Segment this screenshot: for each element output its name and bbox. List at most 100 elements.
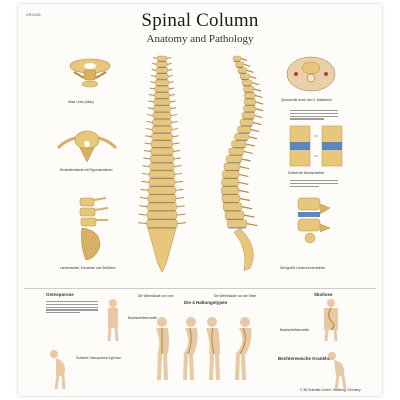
spinous-process — [251, 82, 260, 86]
vertebra — [154, 92, 170, 99]
heading-posture-types: Die 4 Haltungstypen — [184, 300, 228, 305]
transverse-process — [149, 87, 175, 90]
text-block-osteoporosis — [46, 301, 98, 315]
vertebra — [155, 73, 169, 80]
intervertebral-disc-side — [245, 104, 255, 106]
spinous-process — [255, 108, 264, 112]
transverse-process — [146, 121, 178, 123]
vertebra — [156, 61, 168, 68]
vertebra — [147, 202, 177, 211]
sacrum — [147, 228, 177, 273]
intervertebral-disc-side — [244, 91, 254, 93]
vertebra — [150, 155, 174, 163]
intervertebral-disc-side — [229, 154, 243, 156]
transverse-process — [152, 57, 172, 59]
intervertebral-disc-side — [244, 111, 255, 113]
vertebra — [146, 211, 178, 220]
vertebra-side — [234, 133, 249, 141]
intervertebral-disc — [148, 210, 176, 212]
spinous-process — [255, 101, 264, 105]
vertebra — [146, 219, 178, 228]
catalog-code: VR3158 — [26, 12, 41, 17]
transverse-process — [151, 68, 173, 71]
spinous-process — [246, 69, 254, 73]
atlas-axis-illustration — [69, 58, 111, 88]
intervertebral-disc-side — [235, 139, 248, 141]
transverse-process — [140, 188, 184, 191]
vertebra — [151, 133, 173, 141]
sacrum-side — [233, 227, 254, 271]
intervertebral-disc-side — [243, 85, 252, 87]
posture-types-figures — [156, 317, 252, 381]
intervertebral-disc — [157, 72, 167, 74]
vertebra — [147, 194, 177, 203]
intervertebral-disc — [147, 227, 177, 229]
posture-figure — [206, 317, 220, 381]
poster-subtitle: Anatomy and Pathology — [146, 33, 254, 45]
spinous-process — [239, 166, 250, 170]
transverse-process — [150, 81, 174, 84]
vertebra — [150, 140, 174, 148]
transverse-process — [149, 93, 175, 96]
osteoporosis-figure — [107, 299, 119, 342]
intervertebral-disc-side — [224, 170, 239, 172]
vertebra — [151, 126, 173, 133]
vertebra-side — [221, 194, 241, 203]
vertebra — [154, 86, 170, 93]
transverse-process — [147, 107, 177, 110]
intervertebral-disc — [152, 147, 172, 149]
transverse-process — [143, 157, 181, 160]
thoracic-vertebra-illustration — [56, 130, 118, 163]
spinous-process — [248, 136, 258, 140]
intervertebral-disc — [156, 79, 168, 81]
vertebra — [150, 147, 174, 156]
caption-disc-section: Schnitt der Bandscheiben — [288, 171, 325, 175]
vertebra — [152, 112, 172, 119]
intervertebral-disc — [151, 154, 173, 156]
intervertebral-disc-side — [245, 98, 255, 100]
heading-scoliosis: Skoliose — [314, 292, 333, 297]
cervical-cross-section — [286, 56, 336, 92]
intervertebral-disc-side — [232, 147, 246, 149]
spinous-process — [238, 181, 249, 185]
text-block-right — [290, 110, 338, 121]
heading-osteoporosis: Osteoporose — [46, 292, 74, 297]
rheuma-figure — [328, 352, 347, 390]
vertebra-side — [223, 202, 242, 211]
intervertebral-disc — [149, 185, 175, 187]
spinous-process — [246, 143, 255, 147]
vertebra-side — [225, 155, 242, 163]
spinous-process — [241, 206, 253, 210]
spinous-process — [240, 57, 248, 62]
caption-spine-front: Die Wirbelsäule von vorn — [138, 294, 174, 298]
intervertebral-disc-side — [238, 132, 250, 134]
transverse-process — [139, 197, 185, 199]
spinous-process — [243, 214, 255, 218]
vertebra-side — [221, 178, 239, 187]
intervertebral-disc-side — [223, 177, 238, 179]
vertebra — [155, 67, 169, 74]
transverse-process — [150, 74, 174, 77]
caption-cross-section: Querschnitt durch den 4. Halswirbel — [281, 98, 332, 102]
intervertebral-disc — [150, 177, 174, 179]
vertebra-side — [227, 219, 247, 228]
spinous-process — [243, 150, 253, 155]
spinous-process — [254, 114, 263, 119]
intervertebral-disc — [153, 118, 171, 120]
spinous-process — [246, 223, 258, 227]
transverse-process — [152, 62, 172, 65]
spinous-process — [243, 63, 251, 67]
vertebra-side — [223, 162, 241, 171]
vertebra-side — [231, 140, 247, 148]
transverse-process — [141, 172, 183, 175]
vertebra-side — [237, 67, 248, 74]
intervertebral-disc — [149, 202, 175, 204]
transverse-process — [138, 213, 186, 216]
intervertebral-disc — [154, 111, 170, 113]
vertebra-side — [239, 119, 254, 126]
vertebra — [156, 55, 168, 62]
vertebra-side — [232, 55, 242, 62]
intervertebral-disc-side — [241, 125, 253, 127]
intervertebral-disc-side — [222, 185, 238, 187]
vertebra-side — [240, 73, 250, 80]
